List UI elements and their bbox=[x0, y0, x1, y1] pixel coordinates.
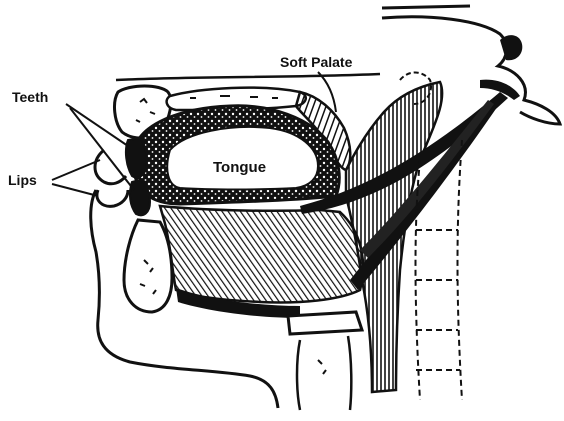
lips-label: Lips bbox=[8, 173, 37, 187]
lips-leader-1 bbox=[52, 160, 100, 180]
nasal-floor bbox=[116, 74, 380, 80]
upper-lip bbox=[95, 150, 126, 184]
floor-of-mouth-muscles bbox=[160, 206, 363, 303]
upper-teeth bbox=[126, 138, 147, 178]
tongue-label: Tongue bbox=[213, 160, 266, 175]
teeth-label: Teeth bbox=[12, 90, 48, 104]
soft-palate-label: Soft Palate bbox=[280, 55, 352, 69]
hyoid-bone bbox=[288, 312, 362, 334]
mastoid bbox=[500, 35, 522, 60]
lower-lip bbox=[97, 190, 128, 206]
mandible bbox=[124, 220, 172, 312]
lips-leader-2 bbox=[52, 184, 98, 196]
